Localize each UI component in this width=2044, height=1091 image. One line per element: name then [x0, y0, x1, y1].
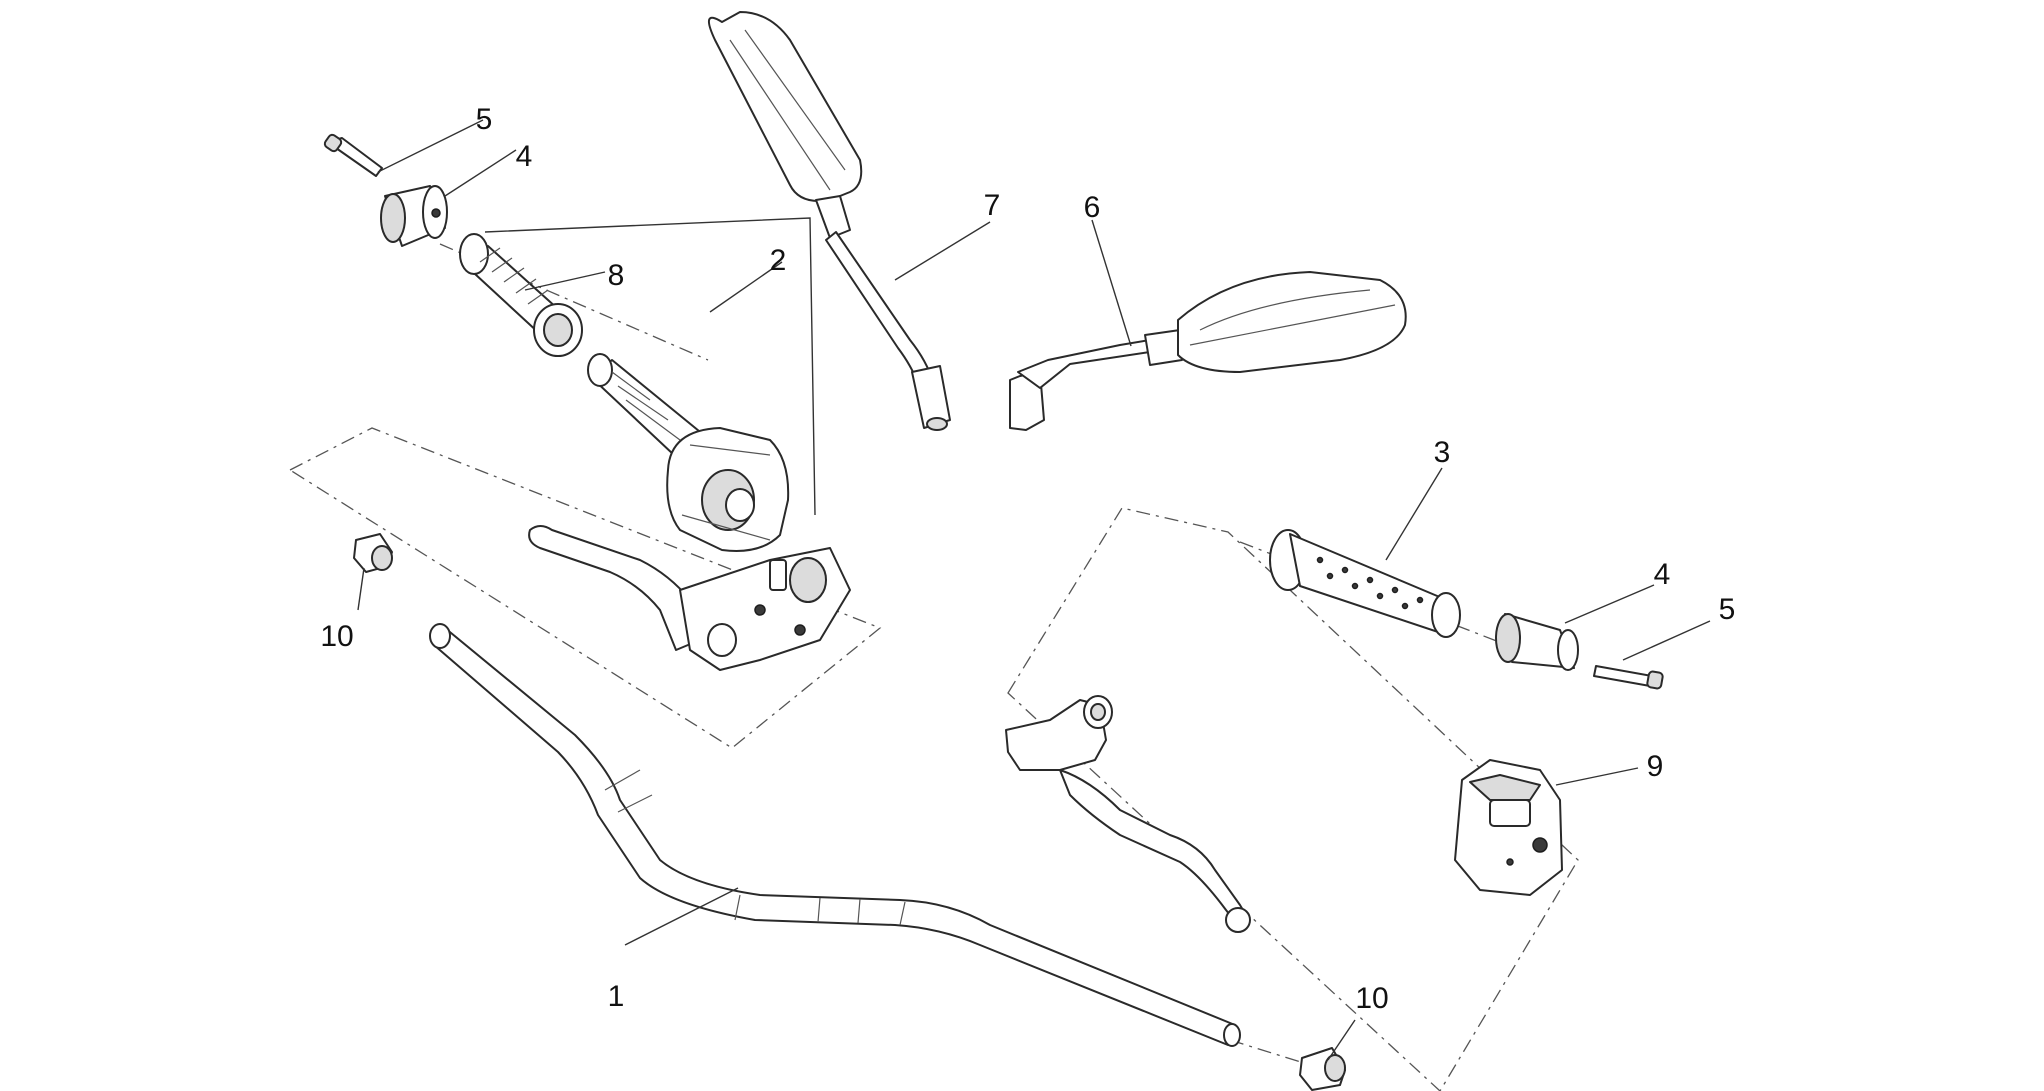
left-lever-group-outline: [288, 427, 882, 749]
callout-5-right: 5: [1719, 593, 1736, 626]
callout-1: 1: [608, 980, 625, 1013]
callout-5-left: 5: [476, 103, 493, 136]
callouts: 1 2 3 4 4 5 5 6 7 8 9 10 10: [320, 103, 1735, 1015]
left-grip: [459, 233, 583, 357]
left-lever-with-perch: [528, 525, 851, 671]
handlebar: [429, 623, 1241, 1047]
callout-9: 9: [1647, 750, 1664, 783]
throttle-assembly: [587, 353, 790, 552]
callout-4-left: 4: [516, 140, 533, 173]
callout-3: 3: [1434, 436, 1451, 469]
bar-end-weight-right: [1495, 613, 1579, 671]
left-axis-line: [439, 243, 709, 361]
callout-10-left: 10: [320, 620, 353, 653]
bar-end-plug-left: [353, 533, 393, 573]
callout-8: 8: [608, 259, 625, 292]
leader-lines: [357, 119, 1711, 1061]
bolt-left: [323, 133, 383, 177]
right-switch-housing: [1454, 759, 1563, 896]
callout-7: 7: [984, 189, 1001, 222]
right-grip: [1269, 529, 1461, 638]
bar-end-plug-right: [1299, 1047, 1346, 1091]
right-brake-lever: [1005, 695, 1251, 933]
right-mirror: [1009, 271, 1407, 431]
right-lever-group-outline: [1007, 507, 1579, 1091]
callout-6: 6: [1084, 191, 1101, 224]
bolt-right: [1593, 665, 1664, 690]
left-mirror: [707, 11, 951, 431]
callout-2: 2: [770, 244, 787, 277]
callout-10-right: 10: [1355, 982, 1388, 1015]
bar-end-weight-left: [380, 185, 448, 247]
callout-4-right: 4: [1654, 558, 1671, 591]
